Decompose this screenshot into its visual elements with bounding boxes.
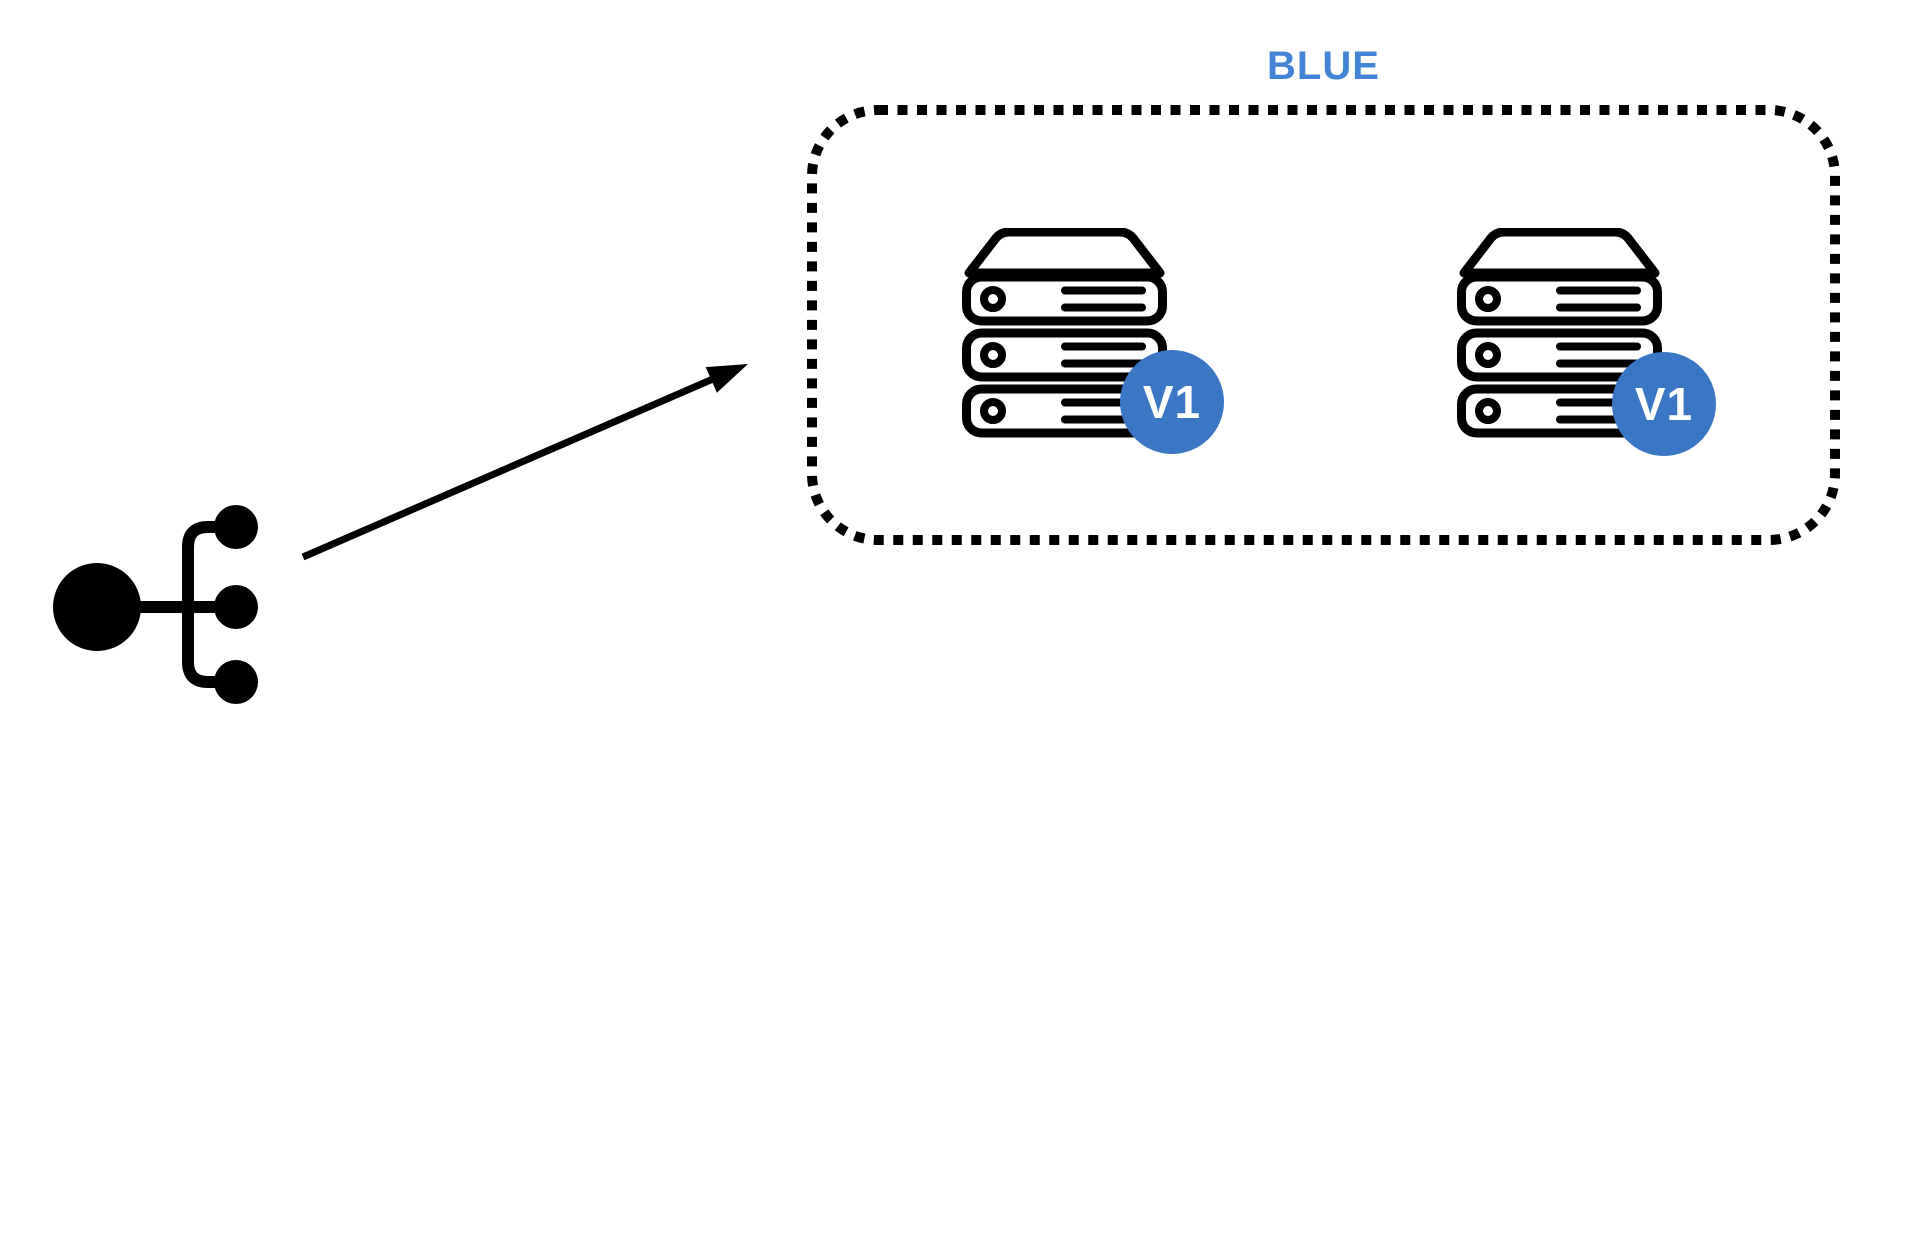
version-badge: V1 bbox=[1612, 352, 1716, 456]
arrow-head bbox=[705, 364, 748, 393]
server-cap bbox=[964, 228, 1165, 278]
blue-group-border bbox=[807, 105, 1840, 545]
server-unit bbox=[1457, 272, 1662, 326]
load-balancer-target-1 bbox=[214, 505, 258, 549]
server-unit bbox=[1457, 328, 1662, 382]
version-badge: V1 bbox=[1120, 350, 1224, 454]
load-balancer-branches bbox=[182, 521, 242, 688]
load-balancer-target-2 bbox=[214, 585, 258, 629]
server-unit bbox=[962, 272, 1167, 326]
server-cap bbox=[1459, 228, 1660, 278]
blue-group-label: BLUE bbox=[1267, 44, 1380, 88]
arrow-shaft bbox=[301, 375, 716, 561]
load-balancer-target-3 bbox=[214, 660, 258, 704]
server-stack-icon bbox=[962, 228, 1167, 438]
server-stack-icon bbox=[1457, 228, 1662, 438]
server-unit bbox=[962, 328, 1167, 382]
load-balancer-icon bbox=[53, 505, 258, 704]
arrow-icon bbox=[301, 364, 748, 561]
server-unit bbox=[962, 384, 1167, 438]
